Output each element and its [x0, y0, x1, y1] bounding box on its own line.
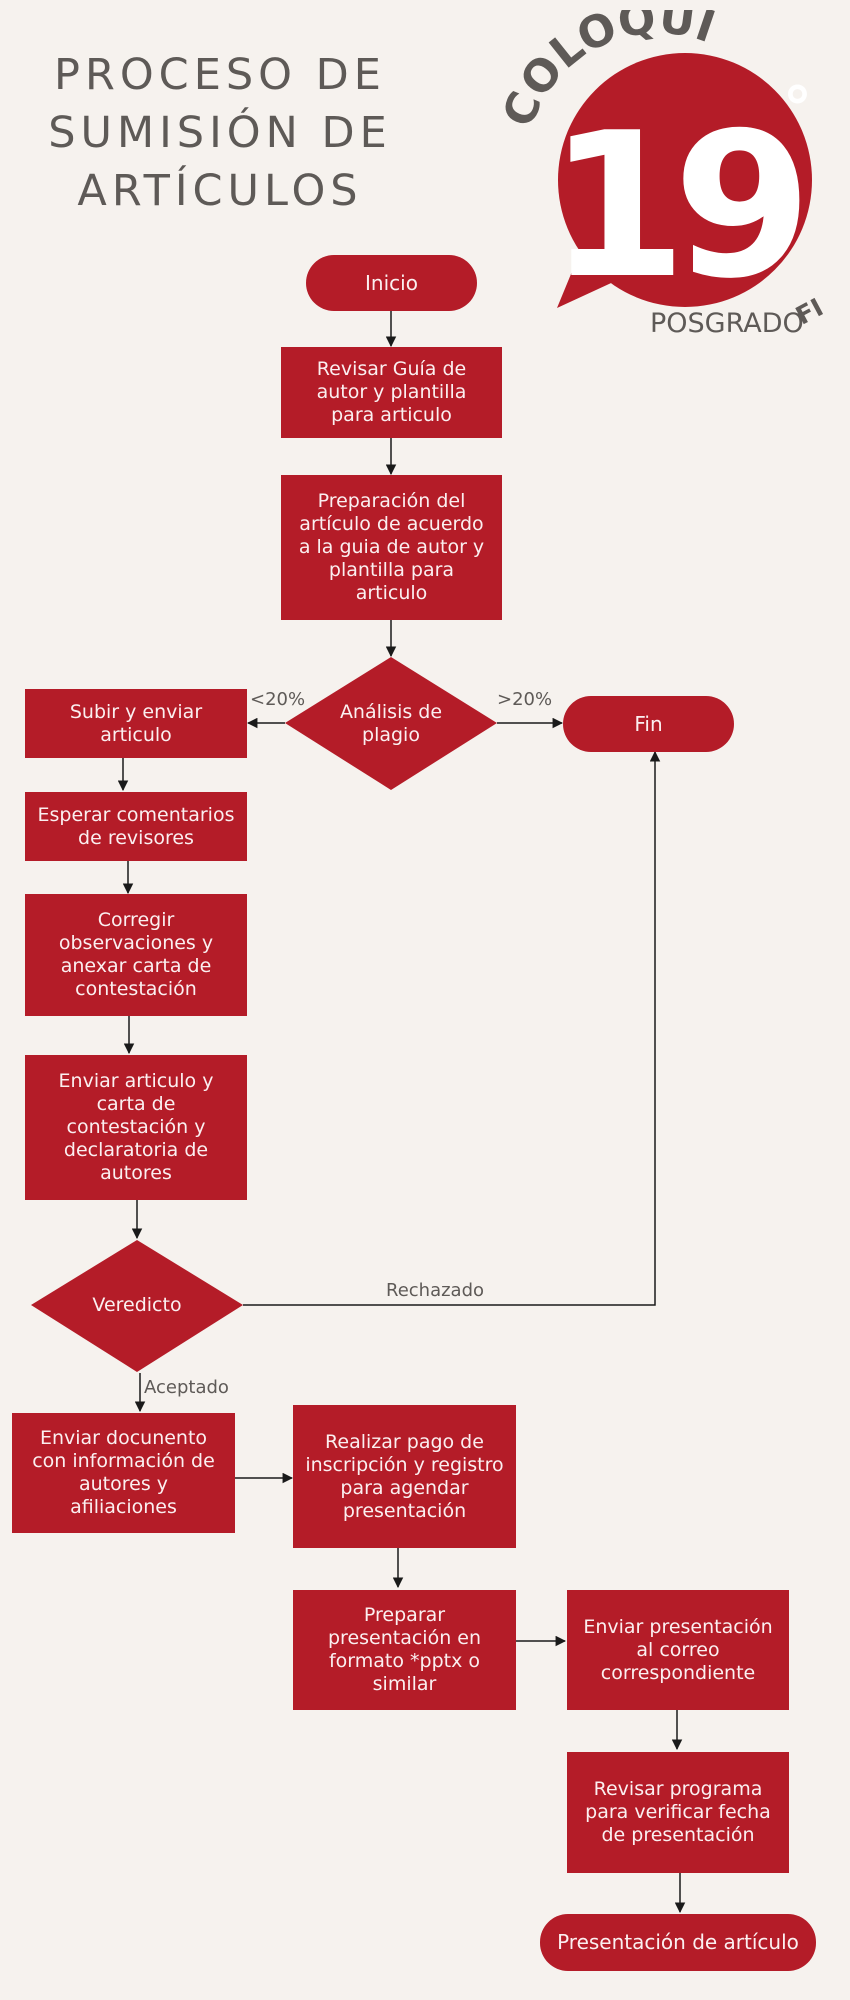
step-subir: Subir y enviar articulo [25, 689, 247, 758]
logo-sub: POSGRADO [650, 308, 804, 339]
decision-analisis [285, 657, 497, 790]
step-enviar-articulo: Enviar articulo y carta de contestación … [25, 1055, 247, 1200]
decision-veredicto-label: Veredicto [92, 1293, 182, 1316]
logo-tail [557, 240, 635, 308]
title-line-1: PROCESO DE [54, 50, 386, 100]
edge-label-rechazado: Rechazado [386, 1280, 485, 1301]
step-revisar-programa: Revisar programa para verificar fecha de… [567, 1752, 789, 1873]
final-node: Presentación de artículo [540, 1914, 816, 1971]
logo-number: 19 [548, 90, 800, 323]
step-preparar-presentacion: Preparar presentación en formato *pptx o… [293, 1590, 516, 1710]
coloquio-logo: COLOQUIO 19 ° POSGRADO FI [505, 10, 828, 339]
logo-circle [558, 53, 812, 307]
edge-veredicto-fin [243, 750, 661, 1306]
step-esperar: Esperar comentarios de revisores [25, 792, 247, 861]
step-revisar-guia: Revisar Guía de autor y plantilla para a… [281, 347, 502, 438]
start-node: Inicio [306, 255, 477, 311]
step-pago: Realizar pago de inscripción y registro … [293, 1405, 516, 1548]
decision-analisis-label: Análisis de plagio [339, 701, 443, 746]
logo-degree: ° [783, 74, 812, 142]
step-enviar-presentacion: Enviar presentación al correo correspond… [567, 1590, 789, 1710]
page-title: PROCESO DE SUMISIÓN DE ARTÍCULOS [30, 46, 410, 220]
title-line-2: SUMISIÓN DE [48, 108, 392, 158]
decision-veredicto [31, 1240, 243, 1372]
edge-label-aceptado: Aceptado [144, 1377, 229, 1398]
step-preparacion: Preparación del artículo de acuerdo a la… [281, 475, 502, 620]
edge-label-lt20: <20% [250, 689, 306, 710]
end-node: Fin [563, 696, 734, 752]
step-enviar-documento: Enviar docunento con información de auto… [12, 1413, 235, 1533]
step-corregir: Corregir observaciones y anexar carta de… [25, 894, 247, 1016]
edge-label-gt20: >20% [497, 689, 553, 710]
title-line-3: ARTÍCULOS [77, 166, 363, 216]
